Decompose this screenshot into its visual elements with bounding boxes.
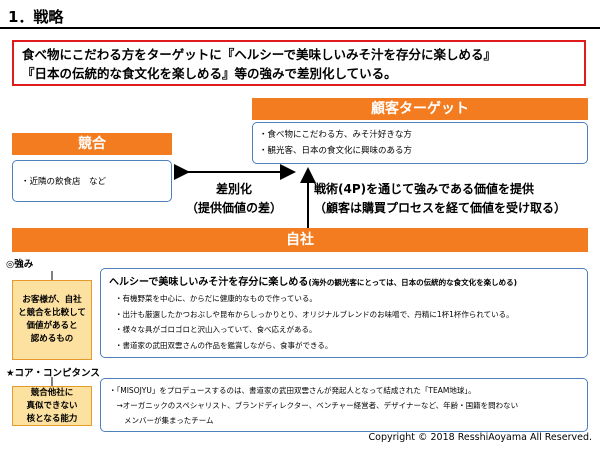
competition-item: ・近隣の飲食店 など <box>21 177 107 187</box>
company-header: 自社 <box>12 228 588 252</box>
target-item: ・食べ物にこだわる方、みそ汁好きな方 <box>259 130 412 140</box>
strengths-note-line: と競合を比較して <box>18 308 86 318</box>
title-underline <box>0 27 600 29</box>
strategy-line-1: 戦術(4P)を通じて強みである価値を提供 <box>314 182 534 196</box>
target-header: 顧客ターゲット <box>252 98 588 120</box>
page-title: 1．戦略 <box>8 8 64 26</box>
strengths-note-line: お客様が、自社 <box>22 295 82 305</box>
competition-box: ・近隣の飲食店 など <box>12 160 172 202</box>
headline-box: 食べ物にこだわる方をターゲットに『ヘルシーで美味しいみそ汁を存分に楽しめる』 『… <box>12 40 586 86</box>
differentiation-subtitle: （提供価値の差） <box>185 201 282 215</box>
differentiation-title: 差別化 <box>215 182 252 196</box>
core-label: ★コア・コンピタンス <box>6 368 100 379</box>
strength-item: ・有機野菜を中心に、からだに健康的なもので作っている。 <box>115 294 317 303</box>
competition-header: 競合 <box>12 133 172 155</box>
strategy-line-2: （顧客は購買プロセスを経て価値を受け取る） <box>314 201 567 215</box>
strength-item: ・様々な具がゴロゴロと沢山入っていて、食べ応えがある。 <box>115 325 317 334</box>
core-side-note: 競合他社に 真似できない 核となる能力 <box>12 386 92 426</box>
core-note-line: 競合他社に <box>30 387 74 398</box>
core-box: ・「MISOJYU」をプロデュースするのは、書道家の武田双雲さんが発起人となって… <box>100 378 588 432</box>
strengths-note-line: 認めるもの <box>30 334 74 344</box>
target-item: ・観光客、日本の食文化に興味のある方 <box>259 146 413 156</box>
strengths-title-main: ヘルシーで美味しいみそ汁を存分に楽しめる <box>109 277 309 288</box>
strengths-box: ヘルシーで美味しいみそ汁を存分に楽しめる(海外の観光客にとっては、日本の伝統的な… <box>100 268 588 358</box>
strengths-label: ◎強み <box>6 259 34 270</box>
strengths-note-line: 価値があると <box>26 321 78 331</box>
headline-line-2: 『日本の伝統的な食文化を楽しめる』等の強みで差別化している。 <box>22 66 397 81</box>
core-item: メンバーが集まったチーム <box>109 416 214 425</box>
strength-item: ・書道家の武田双雲さんの作品を鑑賞しながら、食事ができる。 <box>115 340 333 350</box>
target-box: ・食べ物にこだわる方、みそ汁好きな方 ・観光客、日本の食文化に興味のある方 <box>252 122 588 164</box>
core-note-line: 真似できない <box>26 400 78 411</box>
headline-line-1: 食べ物にこだわる方をターゲットに『ヘルシーで美味しいみそ汁を存分に楽しめる』 <box>22 47 497 62</box>
core-item: →オーガニックのスペシャリスト、ブランドディレクター、ベンチャー経営者、デザイナ… <box>109 401 519 410</box>
strengths-title-sub: (海外の観光客にとっては、日本の伝統的な食文化を楽しめる) <box>308 278 518 287</box>
strengths-title: ヘルシーで美味しいみそ汁を存分に楽しめる(海外の観光客にとっては、日本の伝統的な… <box>109 273 579 288</box>
differentiation-label: 差別化 （提供価値の差） <box>178 180 290 218</box>
strength-item: ・出汁も厳選したかつおぶしや昆布からしっかりとり、オリジナルブレンドのお味噌で、… <box>115 309 514 319</box>
core-item: ・「MISOJYU」をプロデュースするのは、書道家の武田双雲さんが発起人となって… <box>109 386 476 395</box>
strategy-label: 戦術(4P)を通じて強みである価値を提供 （顧客は購買プロセスを経て価値を受け取… <box>314 180 598 218</box>
copyright-text: Copyright © 2018 ResshiAoyama All Reserv… <box>368 432 592 443</box>
strengths-side-note: お客様が、自社 と競合を比較して 価値があると 認めるもの <box>12 280 92 360</box>
core-note-line: 核となる能力 <box>26 413 78 424</box>
